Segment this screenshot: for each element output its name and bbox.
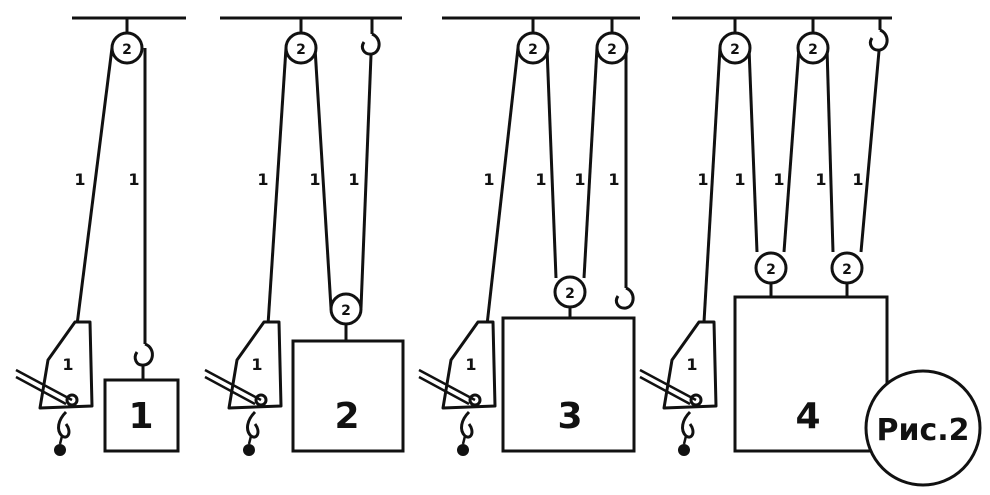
- pulley-label: 2: [766, 262, 776, 278]
- rope-label: 1: [128, 170, 139, 189]
- pulley-label: 2: [842, 262, 852, 278]
- winch-block: 1: [639, 320, 718, 456]
- winch-body: [38, 320, 94, 410]
- fixed-pulley: 2: [595, 31, 629, 65]
- fixed-pulley: 2: [796, 31, 830, 65]
- pulley-label: 2: [730, 42, 740, 58]
- winch-lever: [418, 368, 476, 402]
- rope-label: 1: [815, 170, 826, 189]
- winch-block: 1: [418, 320, 497, 456]
- rope-strand: [859, 50, 881, 253]
- fixed-pulley: 2: [516, 31, 550, 65]
- winch-body: [662, 320, 718, 410]
- figure-label: Рис.2: [876, 413, 969, 448]
- winch-body: [227, 320, 283, 410]
- winch-weight: [54, 444, 66, 456]
- pulley-label: 2: [296, 42, 306, 58]
- winch-lever: [418, 375, 470, 406]
- rope-label: 1: [257, 170, 268, 189]
- load-label: 2: [334, 396, 359, 437]
- hook-icon: [133, 342, 154, 367]
- winch-label: 1: [62, 355, 73, 374]
- rope-label: 1: [734, 170, 745, 189]
- rope-strand: [702, 47, 722, 323]
- winch-weight: [457, 444, 469, 456]
- load-box: [733, 295, 889, 453]
- winch-cable: [58, 435, 64, 445]
- rope-label: 1: [574, 170, 585, 189]
- load-box: [501, 316, 636, 453]
- load-box: [291, 339, 405, 453]
- load-label: 3: [557, 396, 582, 437]
- rope-strand: [782, 47, 801, 253]
- load-box: [103, 378, 180, 453]
- rope-label: 1: [348, 170, 359, 189]
- movable-pulley: 2: [329, 292, 363, 326]
- winch-block: 1: [204, 320, 283, 456]
- pulley-label: 2: [528, 42, 538, 58]
- rope-label: 1: [852, 170, 863, 189]
- winch-cable: [682, 435, 688, 445]
- winch-cable: [681, 410, 695, 439]
- winch-lever: [204, 368, 262, 402]
- system-2: [220, 16, 405, 453]
- rope-label: 1: [697, 170, 708, 189]
- fixed-pulley: 2: [718, 31, 752, 65]
- hook-icon: [360, 32, 381, 56]
- hook-icon: [614, 286, 635, 310]
- pulley-label: 2: [808, 42, 818, 58]
- winch-cable: [247, 435, 253, 445]
- system-4: [672, 16, 892, 453]
- pulley-label: 2: [122, 42, 132, 58]
- winch-cable: [460, 410, 474, 439]
- hook-icon: [868, 28, 889, 52]
- rope-label: 1: [483, 170, 494, 189]
- rope-strand: [582, 47, 599, 279]
- winch-weight: [678, 444, 690, 456]
- rope-strand: [747, 47, 759, 253]
- fixed-pulley: 2: [110, 31, 144, 65]
- rope-label: 1: [535, 170, 546, 189]
- winch-weight: [243, 444, 255, 456]
- winch-label: 1: [251, 355, 262, 374]
- system-1: [72, 16, 186, 453]
- winch-body: [441, 320, 497, 410]
- load-label: 1: [128, 396, 153, 437]
- figure-badge: Рис.2: [864, 369, 982, 487]
- rope-label: 1: [74, 170, 85, 189]
- winch-cable: [57, 410, 71, 439]
- load-label: 4: [795, 396, 820, 437]
- rope-strand: [485, 47, 520, 326]
- rope-strand: [545, 47, 558, 279]
- winch-label: 1: [686, 355, 697, 374]
- movable-pulley: 2: [830, 251, 864, 285]
- rope-label: 1: [309, 170, 320, 189]
- movable-pulley: 2: [754, 251, 788, 285]
- pulley-label: 2: [341, 303, 351, 319]
- winch-lever: [15, 375, 67, 406]
- winch-lever: [639, 375, 691, 406]
- winch-lever: [639, 368, 697, 402]
- rope-strand: [313, 47, 333, 309]
- rope-label: 1: [608, 170, 619, 189]
- winch-cable: [461, 435, 467, 445]
- rope-strand: [75, 47, 114, 326]
- winch-lever: [204, 375, 256, 406]
- movable-pulley: 2: [553, 275, 587, 309]
- pulley-label: 2: [565, 286, 575, 302]
- winch-lever: [15, 368, 73, 402]
- fixed-pulley: 2: [284, 31, 318, 65]
- rope-strand: [359, 54, 373, 309]
- winch-block: 1: [15, 320, 94, 456]
- rope-label: 1: [773, 170, 784, 189]
- rope-strand: [825, 47, 835, 253]
- rope-strand: [266, 47, 288, 326]
- winch-label: 1: [465, 355, 476, 374]
- winch-cable: [246, 410, 260, 439]
- pulley-label: 2: [607, 42, 617, 58]
- system-3: [442, 16, 640, 453]
